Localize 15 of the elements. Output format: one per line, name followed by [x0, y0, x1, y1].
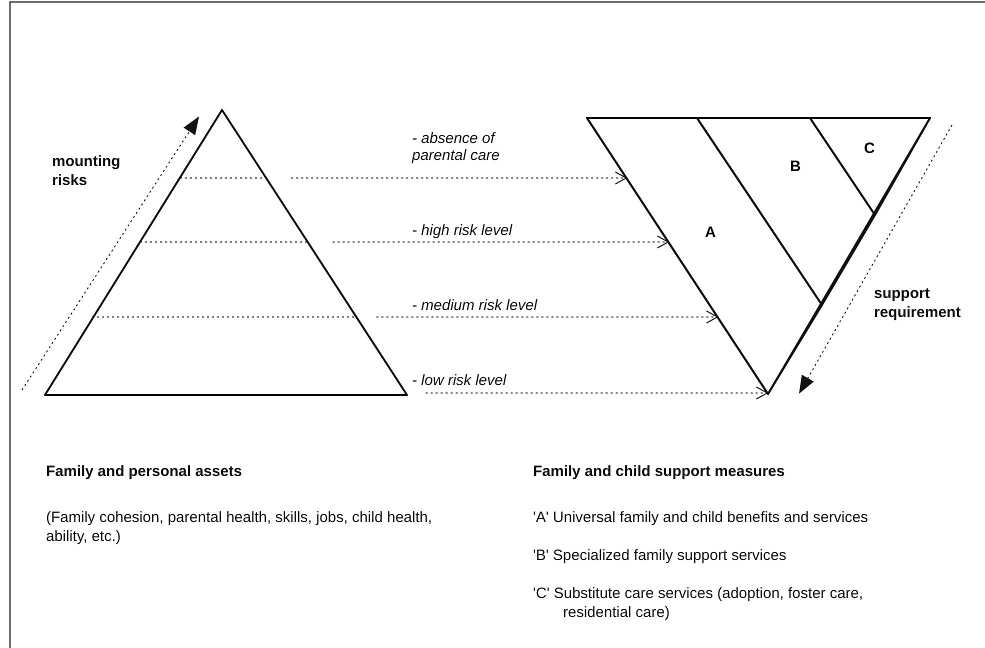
description-text: (Family cohesion, parental health, skills, jobs, child health, ability, etc.): [46, 508, 434, 546]
region-letter: B: [790, 158, 801, 175]
region-letter: A: [705, 224, 716, 241]
dotted-arrow: [290, 172, 627, 184]
dotted-arrow: [425, 386, 768, 400]
legend-item: 'C' Substitute care services (adoption, foster care, residential care): [533, 584, 864, 622]
dotted-arrow: [376, 310, 718, 324]
dotted-arrow: [332, 236, 669, 248]
column-heading: Family and child support measures: [533, 462, 786, 481]
legend-item: 'A' Universal family and child benefits and services: [533, 508, 870, 527]
axis-label: mounting risks: [52, 152, 122, 190]
region-letter: C: [864, 140, 875, 157]
legend-item: 'B' Specialized family support services: [533, 546, 788, 565]
axis-label: support requirement: [874, 284, 962, 322]
column-heading: Family and personal assets: [46, 462, 243, 481]
